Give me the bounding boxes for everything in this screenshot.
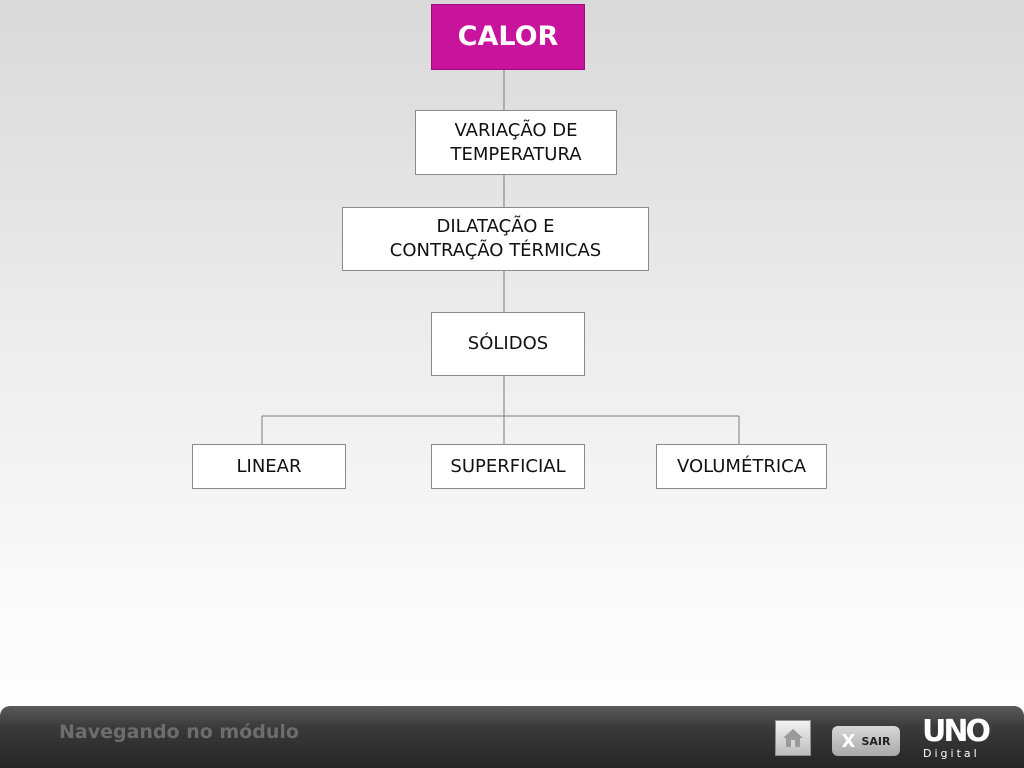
concept-map: CALOR VARIAÇÃO DE TEMPERATURA DILATAÇÃO … [192,4,827,489]
node-superficial-label: SUPERFICIAL [450,455,566,477]
node-calor: CALOR [431,4,585,70]
node-variacao-de-temperatura: VARIAÇÃO DE TEMPERATURA [415,110,617,175]
node-solidos: SÓLIDOS [431,312,585,376]
node-dilatacao-label-line1: DILATAÇÃO E [436,216,555,237]
node-volumetrica: VOLUMÉTRICA [656,444,827,489]
node-dilatacao-e-contracao: DILATAÇÃO E CONTRAÇÃO TÉRMICAS [342,207,649,271]
close-icon: X [841,730,856,752]
connector-lines [261,70,740,444]
node-superficial: SUPERFICIAL [431,444,585,489]
exit-button-label: SAIR [861,734,891,748]
node-linear-label: LINEAR [236,455,302,477]
node-variacao-label-line2: TEMPERATURA [450,143,582,165]
navigation-status-text: Navegando no módulo [59,721,299,743]
home-icon [783,729,803,747]
node-solidos-label: SÓLIDOS [467,333,549,354]
node-calor-label: CALOR [457,21,559,52]
node-linear: LINEAR [192,444,346,489]
exit-button[interactable]: X SAIR [832,726,900,756]
node-volumetrica-label: VOLUMÉTRICA [676,455,807,477]
node-dilatacao-label-line2: CONTRAÇÃO TÉRMICAS [389,240,602,261]
logo-wordmark: UNO [922,714,991,749]
node-variacao-label-line1: VARIAÇÃO DE [454,119,578,141]
home-button[interactable] [775,720,811,756]
uno-digital-logo: UNO Digital [920,716,992,762]
footer-bar: Navegando no módulo X SAIR UNO Digital [0,706,1024,768]
logo-subtext: Digital [923,747,980,760]
